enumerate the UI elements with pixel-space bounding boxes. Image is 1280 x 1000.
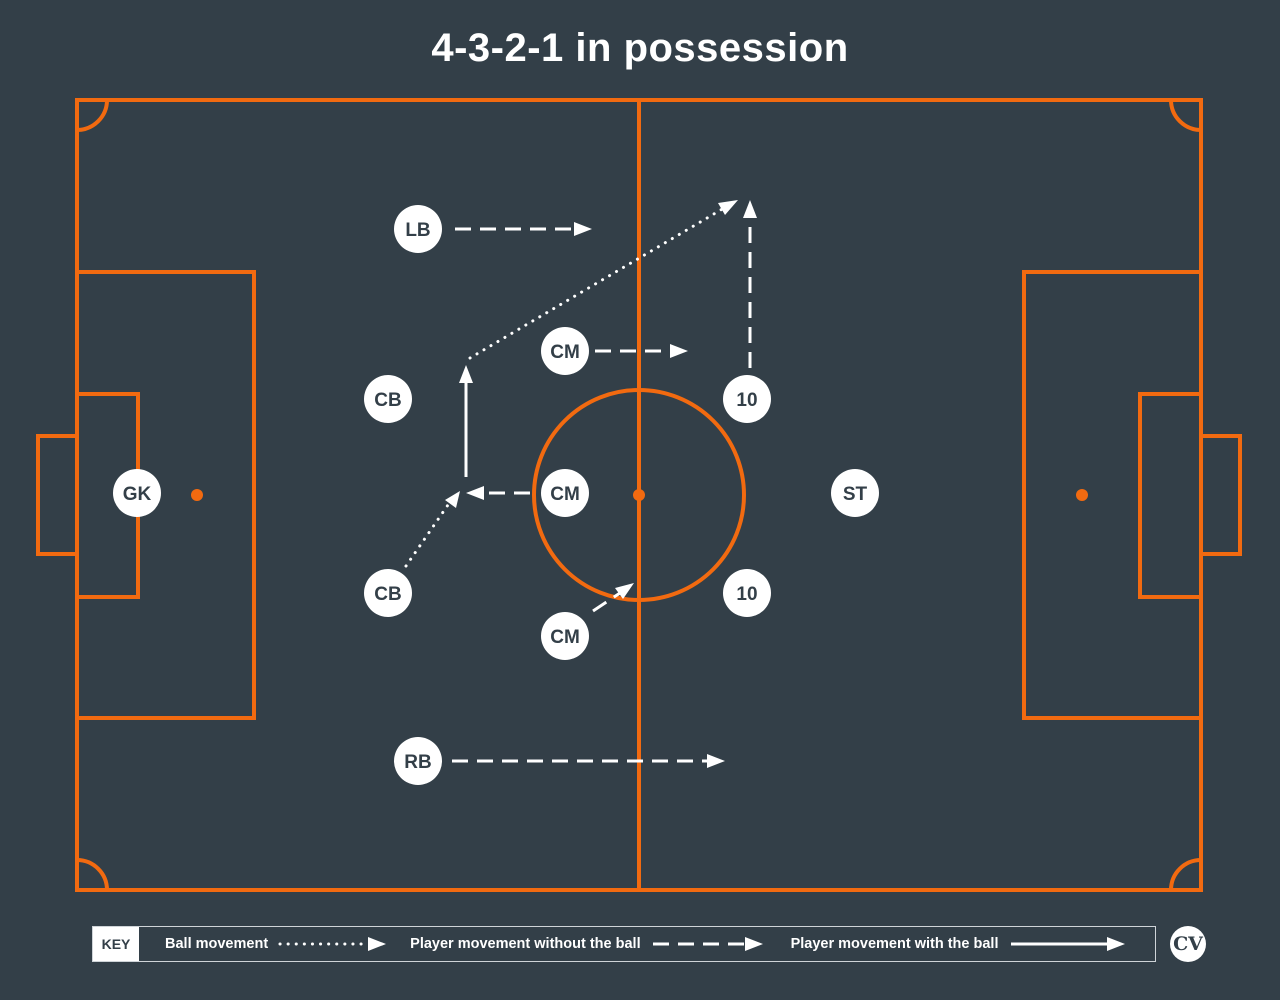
corner-arc-top-left (76, 99, 109, 132)
player-label: CM (550, 342, 580, 363)
runs-without-ball (452, 218, 752, 763)
pitch-markings (36, 98, 1242, 892)
cv-logo: CV (1170, 926, 1206, 962)
arrowhead (466, 486, 484, 500)
dotted-arrow-icon (278, 937, 387, 951)
corner-arc-bottom-left (76, 858, 109, 891)
player-label: GK (123, 484, 152, 505)
ball-movement-long-pass (468, 206, 726, 360)
player-cb-bottom: CB (364, 569, 412, 617)
arrowhead (718, 200, 738, 215)
legend-item-with-ball: Player movement with the ball (791, 936, 1127, 952)
legend-title: KEY (93, 927, 139, 961)
player-cm-middle: CM (541, 469, 589, 517)
corner-arc-top-right (1169, 99, 1202, 132)
arrowhead (707, 754, 725, 768)
player-lb: LB (394, 205, 442, 253)
player-token (364, 569, 412, 617)
legend-item-ball-movement: Ball movement (165, 936, 388, 952)
left-penalty-area (75, 270, 256, 720)
player-label: 10 (736, 584, 757, 605)
solid-arrow-icon (1010, 937, 1125, 951)
ball-movements (404, 206, 726, 568)
legend: KEY Ball movement Player movement withou… (92, 926, 1156, 962)
player-token (723, 375, 771, 423)
run-cm-bottom-forward (592, 591, 621, 613)
player-cb-top: CB (364, 375, 412, 423)
right-penalty-area (1022, 270, 1203, 720)
player-ten-bottom: 10 (723, 569, 771, 617)
player-token (831, 469, 879, 517)
diagram-title: 4-3-2-1 in possession (431, 26, 849, 70)
arrowhead (743, 200, 757, 218)
player-token (364, 375, 412, 423)
player-label: LB (405, 220, 430, 241)
player-token (113, 469, 161, 517)
right-penalty-spot (1076, 489, 1088, 501)
arrowhead (459, 365, 473, 383)
player-rb: RB (394, 737, 442, 785)
arrowhead (670, 344, 688, 358)
player-token (541, 327, 589, 375)
player-token (541, 469, 589, 517)
pitch-spots (191, 489, 1088, 501)
player-token (394, 737, 442, 785)
dashed-arrow-icon (652, 937, 763, 951)
right-goal (1199, 434, 1242, 556)
legend-item-without-ball: Player movement without the ball (410, 936, 764, 952)
legend-label: Player movement without the ball (410, 936, 641, 952)
player-label: CM (550, 484, 580, 505)
player-label: CB (374, 390, 401, 411)
centre-circle (532, 388, 746, 602)
ball-movement-cb-to-cm-area (404, 500, 452, 568)
arrowhead (445, 491, 460, 508)
left-goal (36, 434, 79, 556)
player-gk: GK (113, 469, 161, 517)
player-token (541, 612, 589, 660)
player-token (723, 569, 771, 617)
player-token (394, 205, 442, 253)
player-cm-bottom: CM (541, 612, 589, 660)
centre-spot (633, 489, 645, 501)
corner-arc-bottom-right (1169, 858, 1202, 891)
player-label: 10 (736, 390, 757, 411)
arrowhead (574, 222, 592, 236)
player-st: ST (831, 469, 879, 517)
arrowhead (615, 583, 634, 599)
player-label: CB (374, 584, 401, 605)
player-label: ST (843, 484, 868, 505)
legend-label: Player movement with the ball (790, 936, 999, 952)
player-label: RB (404, 752, 431, 773)
player-ten-top: 10 (723, 375, 771, 423)
right-six-yard-box (1138, 392, 1203, 599)
legend-label: Ball movement (165, 936, 269, 952)
player-label: CM (550, 627, 580, 648)
left-penalty-spot (191, 489, 203, 501)
player-cm-top: CM (541, 327, 589, 375)
arrow-heads (445, 200, 757, 768)
